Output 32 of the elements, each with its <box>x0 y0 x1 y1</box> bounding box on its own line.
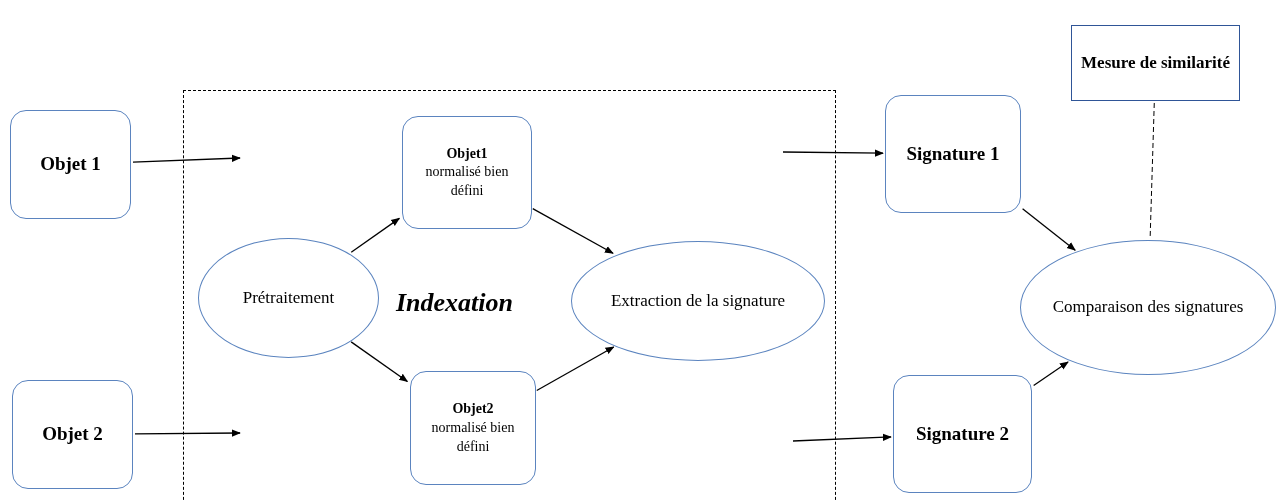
arrow <box>1033 361 1069 387</box>
node-text: Comparaison des signatures <box>1052 296 1244 319</box>
node-text: Extraction de la signature <box>610 289 786 312</box>
node-text: Prétraitement <box>242 286 335 309</box>
process-box <box>10 110 131 219</box>
node-text: Objet 2 <box>42 422 103 447</box>
arrow <box>134 429 241 437</box>
label-box <box>1071 25 1240 101</box>
node-text: Objet 1 <box>40 152 101 177</box>
dashed-connector <box>1149 102 1155 239</box>
arrow <box>532 208 614 254</box>
dashed-group-frame <box>183 90 836 500</box>
process-box <box>893 375 1032 493</box>
node-text: normalisé bien défini <box>430 418 516 456</box>
arrow <box>350 217 401 253</box>
node-text: Objet2 <box>452 400 494 419</box>
arrow <box>792 433 892 442</box>
process-box <box>12 380 133 489</box>
arrow <box>132 154 241 163</box>
arrow <box>536 346 615 392</box>
node-text: Objet1 <box>446 144 488 163</box>
node-text: Signature 2 <box>915 421 1010 446</box>
arrow <box>350 341 409 383</box>
process-box <box>402 116 532 229</box>
node-text: normalisé bien défini <box>424 163 510 201</box>
node-text: Mesure de similarité <box>1081 52 1230 75</box>
process-box <box>885 95 1021 213</box>
arrow <box>1021 208 1076 251</box>
arrow <box>782 149 884 157</box>
node-text: Signature 1 <box>906 141 1000 166</box>
group-title: Indexation <box>396 287 514 319</box>
process-box <box>410 371 536 485</box>
